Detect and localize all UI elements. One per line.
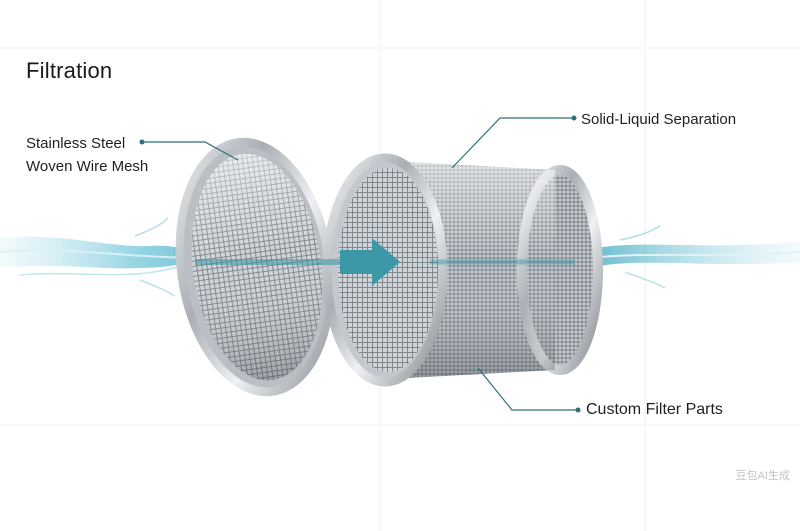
label-mesh-line1: Stainless Steel: [26, 135, 126, 152]
callout-lines: [139, 115, 581, 413]
filter-basket-icon: [322, 153, 603, 387]
mesh-disc-icon: [175, 137, 335, 397]
watermark: 豆包AI生成: [735, 470, 790, 482]
flow-arrow-icon: [195, 238, 575, 286]
label-custom-filter-parts: Custom Filter Parts: [586, 401, 723, 418]
label-mesh-line2: Woven Wire Mesh: [26, 158, 149, 175]
page-title: Filtration: [26, 58, 113, 83]
label-stainless-steel-mesh: Stainless Steel Woven Wire Mesh: [26, 132, 166, 178]
label-solid-liquid-separation: Solid-Liquid Separation: [581, 111, 737, 128]
water-stream-out: [598, 225, 800, 289]
